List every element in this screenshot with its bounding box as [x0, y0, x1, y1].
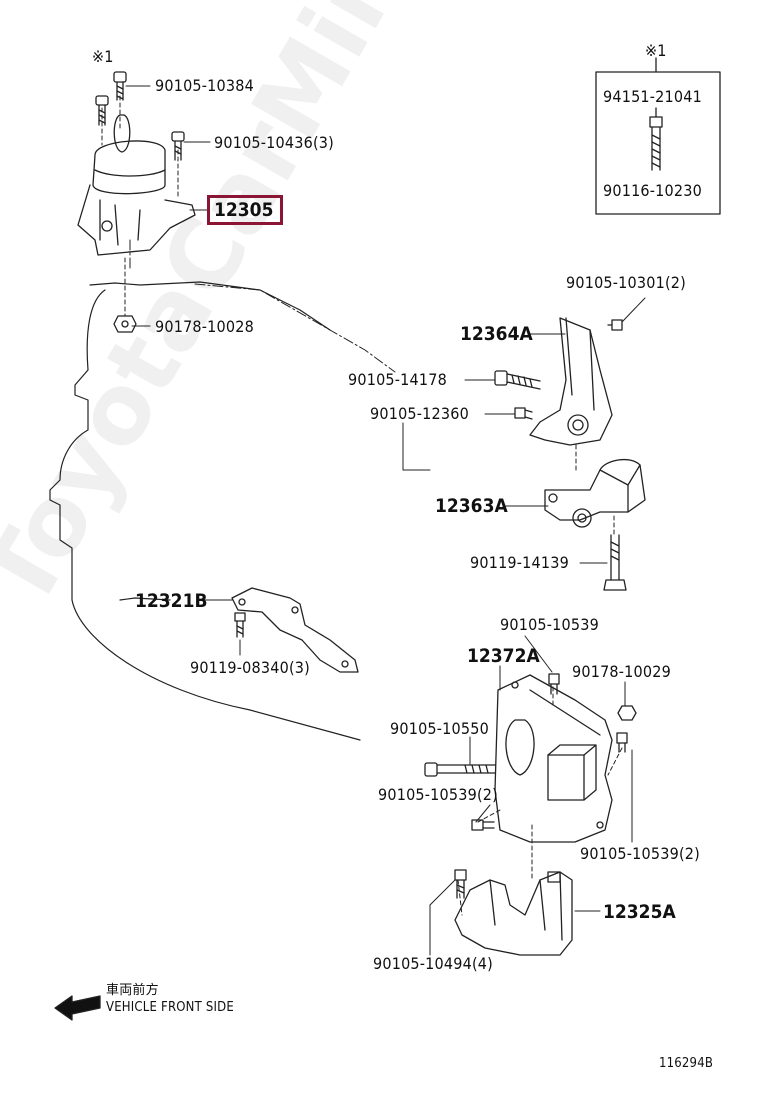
bolt-90105-10494 [454, 869, 467, 899]
part-label[interactable]: 90178-10029 [572, 662, 671, 681]
part-label[interactable]: 90105-10539(2) [580, 844, 700, 863]
assembly-lines [101, 95, 623, 916]
bolt-90105-10539-top [548, 673, 560, 695]
bolt-90119-14139 [603, 534, 627, 591]
leader-dashdot [129, 239, 396, 373]
highlighted-part-box[interactable]: 12305 [207, 195, 283, 225]
bolt-90105-10301 [607, 319, 623, 331]
part-label[interactable]: 90119-08340(3) [190, 658, 310, 677]
part-label[interactable]: 90105-10550 [390, 719, 489, 738]
bolt-90105-12360 [514, 407, 533, 420]
diagram-id: 116294B [659, 1056, 714, 1071]
part-label[interactable]: 90105-14178 [348, 370, 447, 389]
part-label[interactable]: 90105-10539(2) [378, 785, 498, 804]
note-mark-left: ※1 [92, 47, 114, 66]
part-label[interactable]: 94151-21041 [603, 87, 702, 106]
part-label[interactable]: 12372A [467, 645, 540, 667]
stud-inset [649, 107, 663, 171]
bolt-90105-14178 [494, 370, 541, 390]
part-label[interactable]: 90119-14139 [470, 553, 569, 572]
nut-90178-10028 [113, 315, 137, 333]
bolt-90105-10539-right [616, 732, 628, 753]
bolt-90105-10436 [171, 131, 185, 161]
part-label[interactable]: 90105-10539 [500, 615, 599, 634]
part-label[interactable]: 12364A [460, 323, 533, 345]
part-label[interactable]: 12363A [435, 495, 508, 517]
bracket-12372A [494, 674, 613, 843]
part-label[interactable]: 90105-12360 [370, 404, 469, 423]
front-arrow-icon [54, 995, 101, 1021]
part-label[interactable]: 12325A [603, 901, 676, 923]
part-label[interactable]: 90116-10230 [603, 181, 702, 200]
part-label[interactable]: 90105-10384 [155, 76, 254, 95]
bolt-left-note1 [95, 95, 109, 126]
part-label[interactable]: 90178-10028 [155, 317, 254, 336]
inset-box [595, 71, 721, 215]
engine-outline [49, 281, 361, 741]
bolt-90105-10384 [113, 71, 127, 101]
part-label[interactable]: 12321B [135, 590, 208, 612]
bracket-12364A [529, 317, 613, 446]
bolt-90119-08340 [234, 612, 246, 638]
bracket-12321B [231, 587, 359, 673]
note-mark-right: ※1 [645, 41, 667, 60]
nut-90178-10029 [617, 705, 637, 721]
direction-jp: 車両前方 [106, 983, 159, 998]
bolt-90105-10539-left [471, 819, 495, 831]
leader-lines [125, 85, 657, 956]
part-label[interactable]: 90105-10301(2) [566, 273, 686, 292]
engine-mount-12305 [77, 114, 196, 256]
bracket-12325A [454, 871, 573, 956]
highlighted-part-label[interactable]: 12305 [214, 199, 274, 221]
direction-en: VEHICLE FRONT SIDE [106, 1000, 234, 1015]
part-label[interactable]: 90105-10436(3) [214, 133, 334, 152]
bolt-90105-10550 [424, 762, 496, 777]
mount-12363A [544, 458, 646, 528]
part-label[interactable]: 90105-10494(4) [373, 954, 493, 973]
